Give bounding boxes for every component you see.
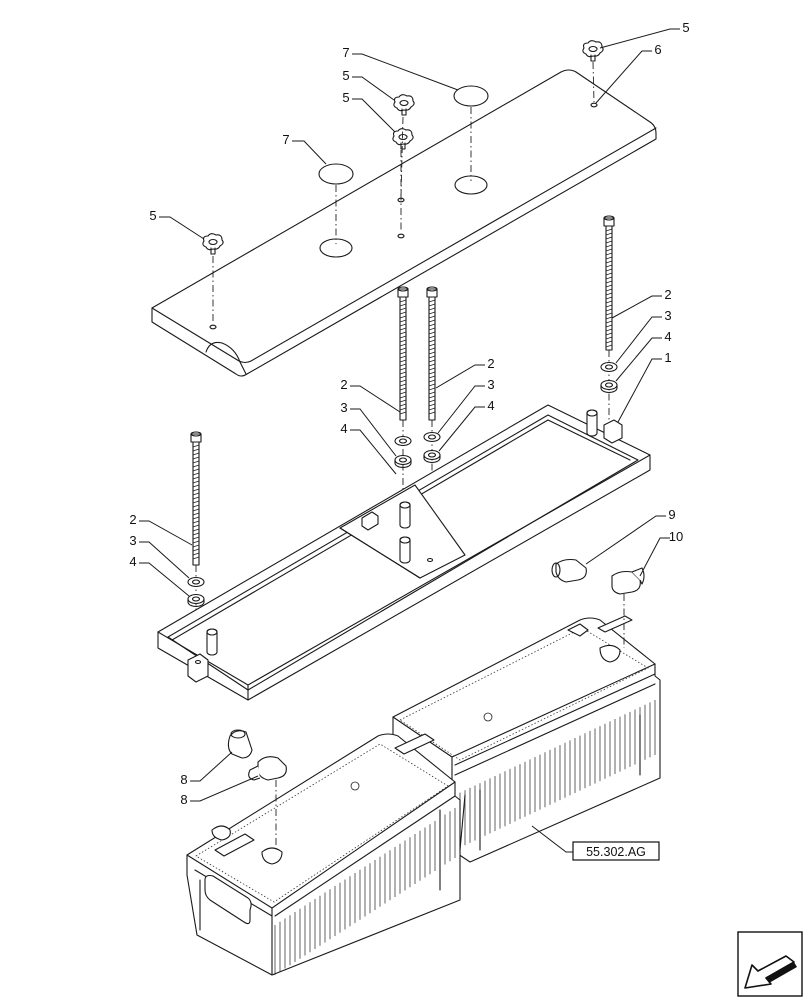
callout-c8a[interactable]: 8: [180, 751, 233, 787]
callout-number[interactable]: 4: [664, 329, 671, 344]
callout-c3c[interactable]: 3: [340, 400, 397, 457]
battery-left: [186, 733, 461, 976]
callout-number[interactable]: 3: [129, 533, 136, 548]
callout-number[interactable]: 4: [487, 398, 494, 413]
callout-c8b[interactable]: 8: [180, 775, 259, 807]
callout-c2a[interactable]: 2: [611, 287, 672, 319]
callout-leader: [159, 216, 205, 240]
callout-number[interactable]: 3: [664, 308, 671, 323]
callout-c2d[interactable]: 2: [129, 512, 193, 546]
callout-c10[interactable]: 10: [639, 529, 683, 577]
callout-leader: [139, 520, 193, 546]
callout-number[interactable]: 2: [487, 356, 494, 371]
callout-leader: [190, 775, 259, 802]
callout-leader: [139, 541, 190, 579]
callout-leader: [617, 358, 662, 423]
callout-number[interactable]: 3: [487, 377, 494, 392]
callout-leader: [292, 140, 327, 165]
reference-link[interactable]: 55.302.AG: [531, 825, 660, 861]
callout-c5d[interactable]: 5: [149, 208, 205, 240]
callout-leader: [350, 385, 401, 413]
arrow-navigation-icon[interactable]: [737, 931, 803, 997]
callout-c1[interactable]: 1: [617, 350, 672, 423]
callout-c2c[interactable]: 2: [340, 377, 401, 413]
callout-leader: [350, 429, 397, 475]
callout-leader: [599, 28, 680, 49]
callout-c7b[interactable]: 7: [282, 132, 327, 165]
callout-leader: [615, 316, 662, 364]
callout-leader: [438, 406, 485, 452]
callout-number[interactable]: 9: [668, 507, 675, 522]
callout-number[interactable]: 2: [340, 377, 347, 392]
callout-number[interactable]: 5: [342, 68, 349, 83]
callout-c7a[interactable]: 7: [342, 45, 459, 91]
callout-number[interactable]: 6: [654, 42, 661, 57]
callout-number[interactable]: 2: [664, 287, 671, 302]
battery-frame: [157, 404, 651, 701]
callout-leader: [352, 98, 396, 133]
bolts: [187, 215, 618, 665]
center-lines-cover: [212, 61, 595, 324]
callout-c4d[interactable]: 4: [129, 554, 190, 597]
knob-fasteners: [202, 40, 604, 255]
callout-number[interactable]: 8: [180, 792, 187, 807]
reference-label[interactable]: 55.302.AG: [586, 845, 646, 859]
callout-leader: [585, 515, 666, 565]
callout-c3b[interactable]: 3: [437, 377, 495, 434]
callout-leader: [595, 50, 652, 104]
callout-leader: [139, 562, 190, 597]
callout-c2b[interactable]: 2: [435, 356, 495, 389]
callout-leader: [435, 364, 485, 389]
callout-leader: [639, 537, 670, 577]
callout-number[interactable]: 5: [682, 20, 689, 35]
callout-number[interactable]: 1: [664, 350, 671, 365]
callout-leader: [352, 53, 459, 91]
callout-number[interactable]: 3: [340, 400, 347, 415]
callout-number[interactable]: 4: [129, 554, 136, 569]
callout-number[interactable]: 5: [149, 208, 156, 223]
callout-leader: [350, 408, 397, 457]
callout-leader: [437, 385, 485, 434]
callout-leader: [615, 337, 662, 382]
callout-number[interactable]: 2: [129, 512, 136, 527]
bolt-assembly: [187, 431, 205, 665]
callout-c3a[interactable]: 3: [615, 308, 672, 364]
callout-leader: [190, 751, 233, 782]
bolt-assembly: [394, 286, 412, 513]
callout-c4a[interactable]: 4: [615, 329, 672, 382]
plug-caps: [318, 85, 489, 185]
callout-number[interactable]: 8: [180, 772, 187, 787]
callout-leader: [611, 295, 662, 319]
callout-c5c[interactable]: 5: [342, 90, 396, 133]
bolt-assembly: [600, 215, 618, 425]
callout-c5a[interactable]: 5: [599, 20, 690, 49]
callout-number[interactable]: 7: [282, 132, 289, 147]
callout-c5b[interactable]: 5: [342, 68, 395, 101]
callout-c6[interactable]: 6: [595, 42, 662, 104]
callout-number[interactable]: 10: [669, 529, 683, 544]
callout-c4c[interactable]: 4: [340, 421, 397, 475]
callout-number[interactable]: 7: [342, 45, 349, 60]
callout-number[interactable]: 5: [342, 90, 349, 105]
callout-c4b[interactable]: 4: [438, 398, 495, 452]
callout-leader: [352, 76, 395, 101]
battery-cover: [151, 69, 657, 377]
callout-number[interactable]: 4: [340, 421, 347, 436]
terminal-clamps: [227, 558, 645, 850]
callout-c3d[interactable]: 3: [129, 533, 190, 579]
callouts: 5 6 7 5 5 7 5 2 3 4 1 2 3 4 2 3 4 2 3 4 9 10 8 8: [129, 20, 689, 807]
callout-c9[interactable]: 9: [585, 507, 676, 565]
